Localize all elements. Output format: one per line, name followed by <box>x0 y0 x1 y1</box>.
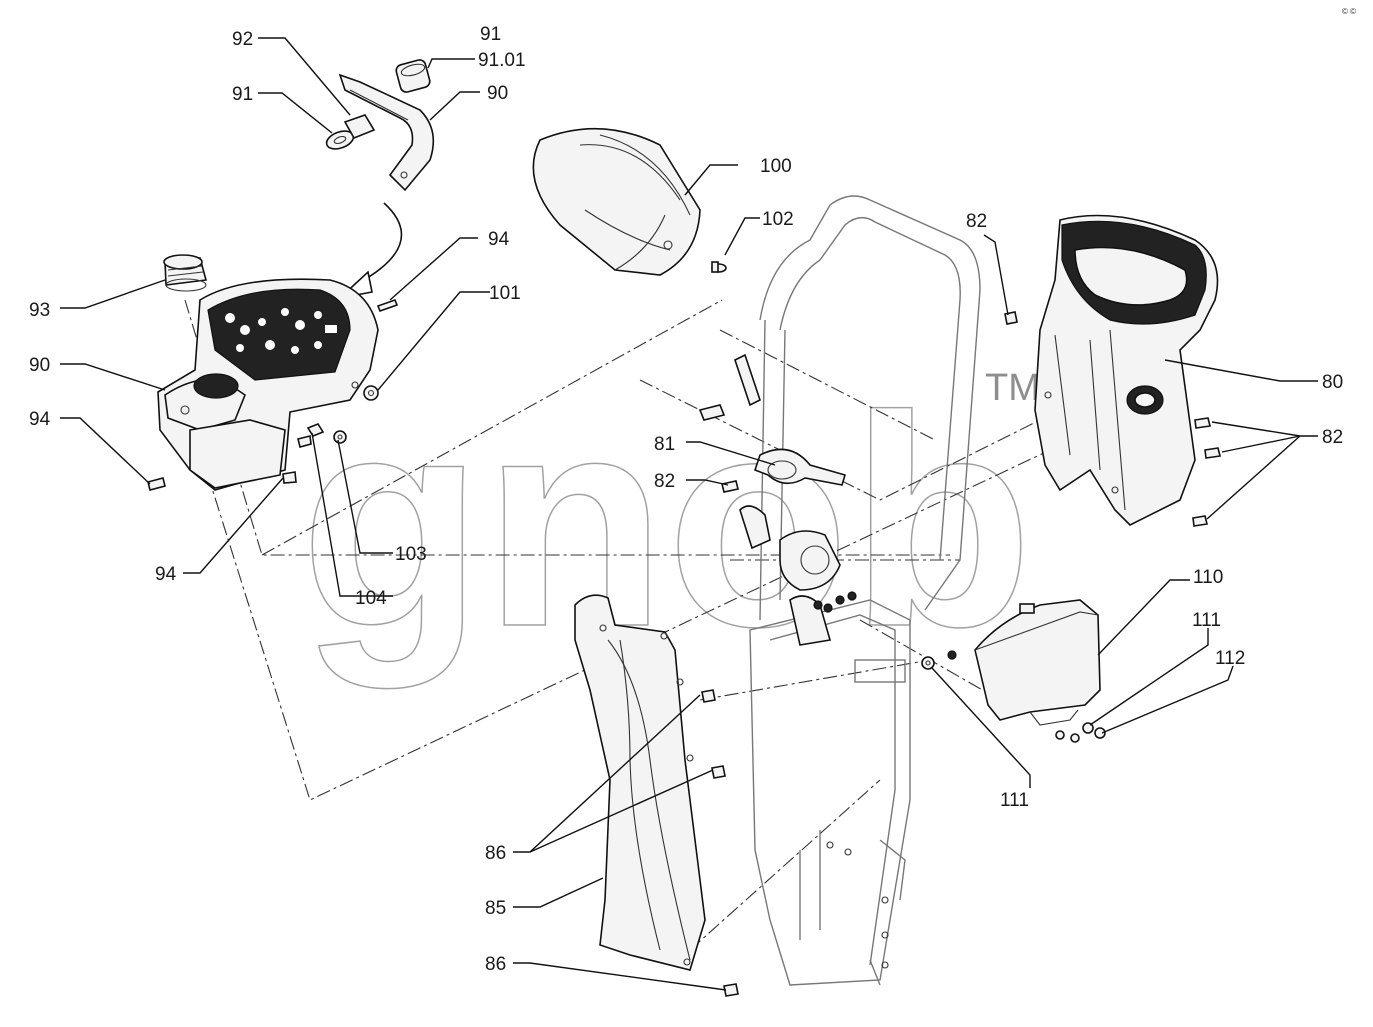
part-85-lower-cover <box>574 594 706 971</box>
label-103: 103 <box>395 544 427 565</box>
part-81-clamp <box>698 404 846 486</box>
label-112: 112 <box>1215 648 1245 669</box>
part-86-screws <box>701 689 739 997</box>
part-110-box <box>974 599 1101 726</box>
label-111-bottom: 111 <box>1000 790 1029 811</box>
label-86: 86 <box>485 843 506 864</box>
label-111-right: 111 <box>1192 610 1221 631</box>
label-82-mid: 82 <box>654 471 675 492</box>
label-104: 104 <box>355 588 387 609</box>
watermark-trademark: TM <box>985 367 1040 409</box>
part-103-104-nuts <box>306 423 347 444</box>
label-85: 85 <box>485 898 506 919</box>
label-110: 110 <box>1193 567 1223 588</box>
label-82-top: 82 <box>966 211 987 232</box>
part-94-screws <box>147 298 399 491</box>
label-94-top: 94 <box>488 229 510 250</box>
label-90: 90 <box>29 355 50 376</box>
part-92-bushing <box>343 114 376 140</box>
part-90-dash-housing <box>157 278 379 491</box>
leader-lines <box>60 37 1318 991</box>
label-93: 93 <box>29 300 50 321</box>
label-101: 101 <box>489 283 521 304</box>
part-101-washer <box>363 385 379 401</box>
part-90-bracket <box>338 73 435 192</box>
label-80: 80 <box>1322 372 1343 393</box>
label-100: 100 <box>760 156 792 177</box>
label-102: 102 <box>762 209 794 230</box>
part-93-cup <box>163 254 208 292</box>
label-86-bottom: 86 <box>485 954 506 975</box>
part-82-screws <box>721 311 1221 527</box>
label-94-left: 94 <box>29 409 51 430</box>
label-92: 92 <box>232 29 253 50</box>
callout-labels: 92 91 91.01 91 90 100 102 94 101 93 90 9… <box>29 24 1343 975</box>
label-90-top: 90 <box>487 83 508 104</box>
part-80-shroud <box>1034 214 1219 526</box>
label-91-top: 91 <box>480 24 501 45</box>
part-100-cover <box>532 127 701 276</box>
part-91-01-knob <box>395 59 431 93</box>
assembly-arrow <box>337 202 403 300</box>
label-91-01: 91.01 <box>478 50 526 71</box>
label-94-bottom: 94 <box>155 564 177 585</box>
corner-mark: © © <box>1342 7 1356 16</box>
label-82-right: 82 <box>1322 427 1343 448</box>
part-102-screw <box>711 261 727 273</box>
label-91: 91 <box>232 84 253 105</box>
label-81: 81 <box>654 434 675 455</box>
